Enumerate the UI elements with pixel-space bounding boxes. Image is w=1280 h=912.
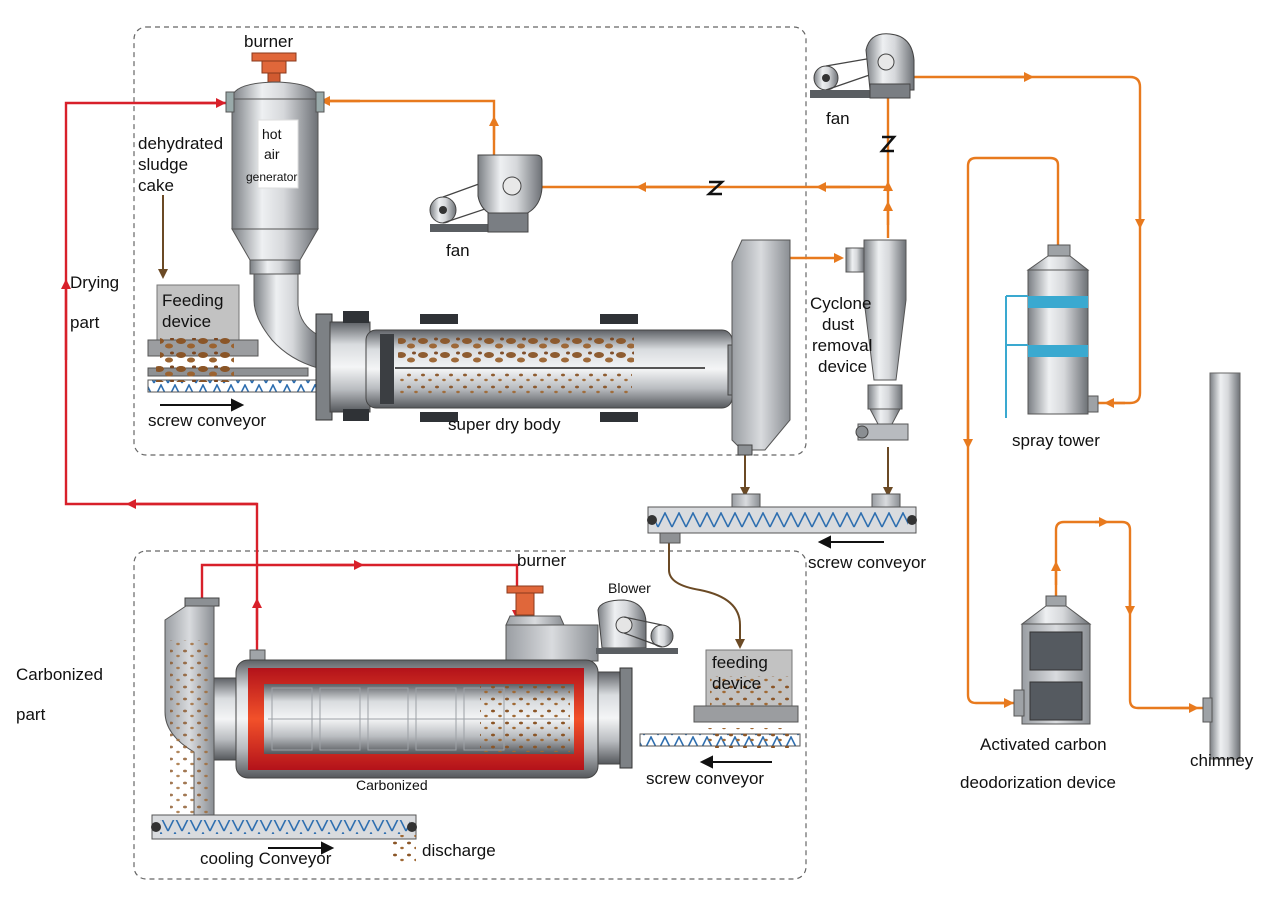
check-valve-2 xyxy=(879,135,897,153)
chimney xyxy=(1202,372,1241,760)
label-hot-air-3: generator xyxy=(246,170,297,184)
middle-screw-conveyor xyxy=(647,493,917,544)
feeding-device-carbonization xyxy=(639,649,801,748)
fan-middle xyxy=(429,154,543,233)
dry-body-hopper xyxy=(731,239,791,456)
label-carbonized: Carbonized xyxy=(356,777,428,793)
carbonization-drum xyxy=(213,649,633,779)
drying-section-frame xyxy=(133,26,807,456)
spray-tower xyxy=(1005,244,1099,418)
label-cooling-conveyor: cooling Conveyor xyxy=(200,849,332,868)
label-cyclone-4: device xyxy=(818,357,867,376)
label-cyclone-2: dust xyxy=(822,315,854,334)
activated-carbon-device xyxy=(1013,595,1092,725)
label-hot-air-2: air xyxy=(264,146,280,162)
label-dehydrated-2: sludge xyxy=(138,155,188,174)
label-fan-mid: fan xyxy=(446,241,470,260)
hot-air-generator xyxy=(225,52,325,369)
burner-bottom xyxy=(505,585,599,662)
label-fan-top: fan xyxy=(826,109,850,128)
fan-top xyxy=(810,33,915,99)
super-dry-body xyxy=(315,311,739,422)
label-burner-top: burner xyxy=(244,32,293,51)
label-cyclone-3: removal xyxy=(812,336,872,355)
label-activated-carbon-2: deodorization device xyxy=(960,773,1116,792)
cyclone-dust-removal xyxy=(845,239,909,441)
blower xyxy=(596,599,678,654)
exhaust-pipes xyxy=(318,72,1205,713)
label-screw-conveyor-3: screw conveyor xyxy=(646,769,764,788)
label-drying-2: part xyxy=(70,313,100,332)
label-carbonized-part-2: part xyxy=(16,705,46,724)
label-cyclone-1: Cyclone xyxy=(810,294,871,313)
label-carbonized-part-1: Carbonized xyxy=(16,665,103,684)
material-lines xyxy=(158,195,893,649)
label-hot-air-1: hot xyxy=(262,126,282,142)
label-feeding-2: device xyxy=(162,312,211,331)
check-valve-1 xyxy=(705,180,726,196)
label-feeding-device-2-1: feeding xyxy=(712,653,768,672)
label-chimney: chimney xyxy=(1190,751,1254,770)
label-dehydrated-3: cake xyxy=(138,176,174,195)
cooling-conveyor xyxy=(151,814,417,863)
feeding-device-drying xyxy=(147,284,317,393)
label-activated-carbon-1: Activated carbon xyxy=(980,735,1107,754)
label-super-dry-body: super dry body xyxy=(448,415,561,434)
direction-arrows xyxy=(160,398,884,855)
label-feeding-1: Feeding xyxy=(162,291,223,310)
label-screw-conveyor-1: screw conveyor xyxy=(148,411,266,430)
cooling-hopper xyxy=(164,597,220,821)
label-feeding-device-2-2: device xyxy=(712,674,761,693)
label-discharge: discharge xyxy=(422,841,496,860)
label-screw-conveyor-2: screw conveyor xyxy=(808,553,926,572)
label-blower: Blower xyxy=(608,580,651,596)
label-dehydrated-1: dehydrated xyxy=(138,134,223,153)
label-spray-tower: spray tower xyxy=(1012,431,1100,450)
label-drying-1: Drying xyxy=(70,273,119,292)
carbonized-section-frame xyxy=(133,550,807,880)
label-burner-bottom: burner xyxy=(517,551,566,570)
